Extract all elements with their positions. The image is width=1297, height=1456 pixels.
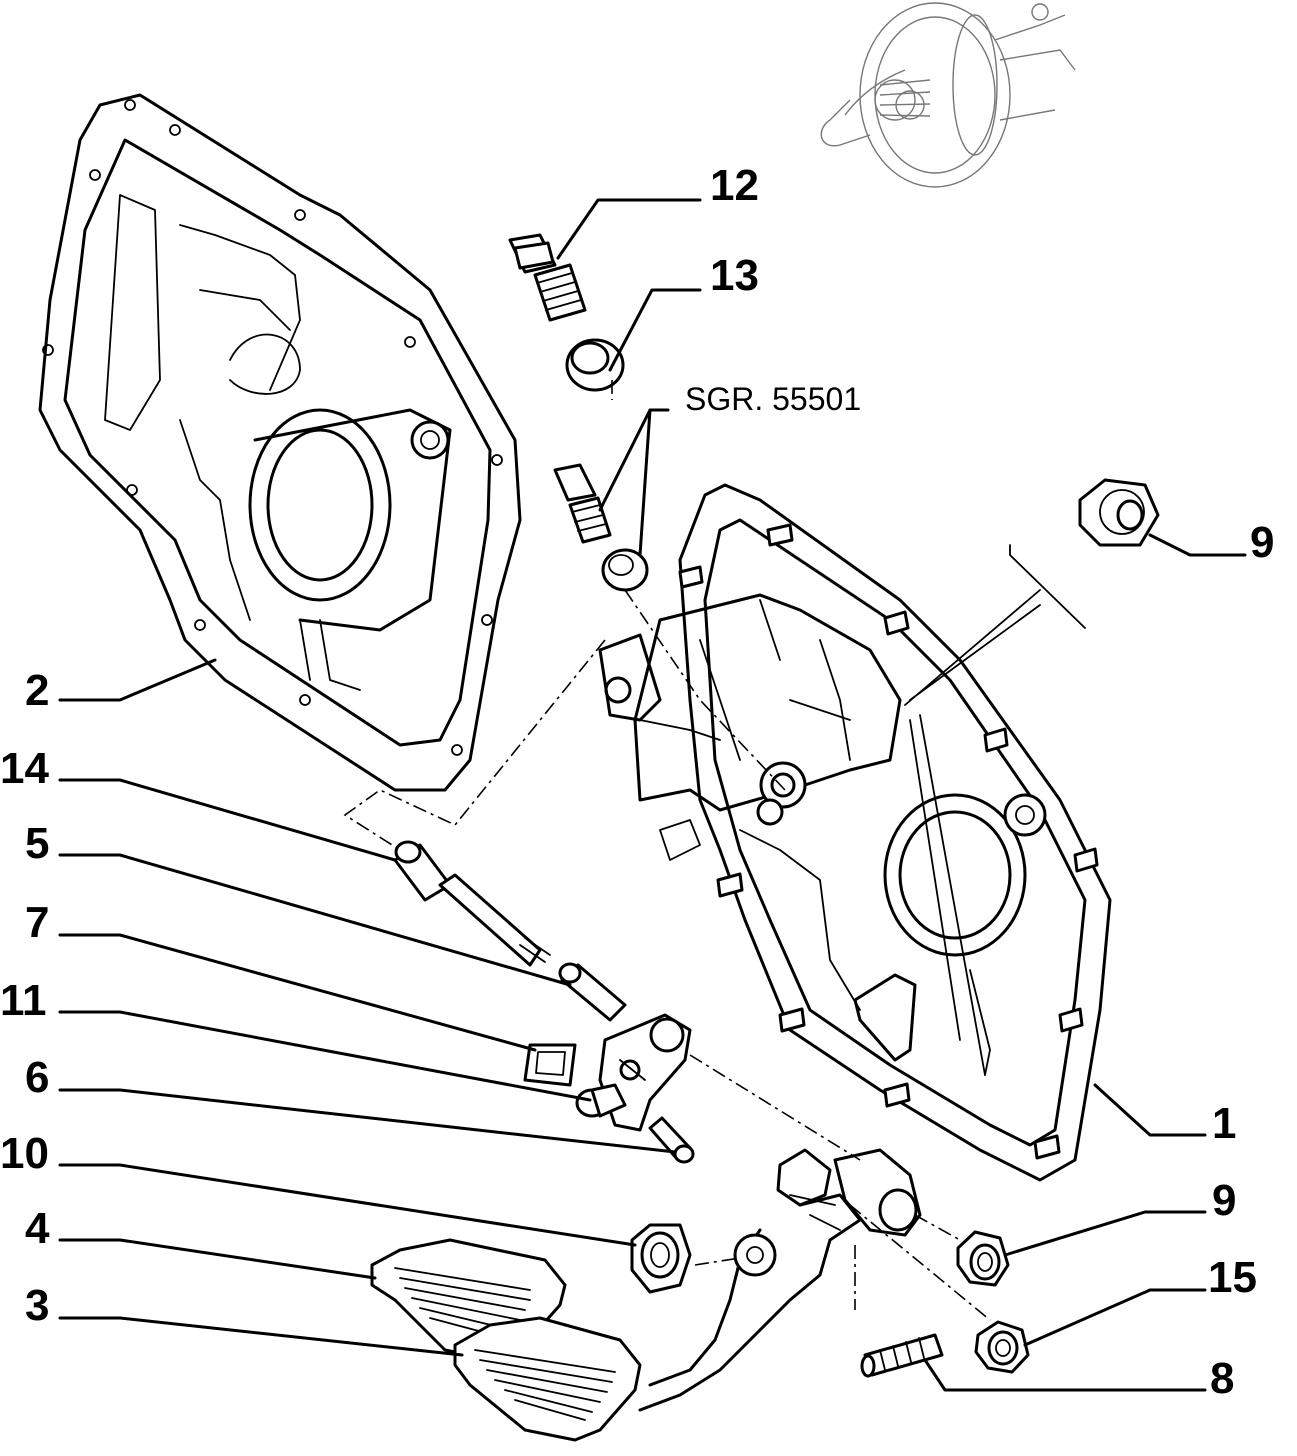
pedal-support-bracket xyxy=(598,483,1112,1182)
brake-pedal-arm xyxy=(638,1054,991,1412)
leader-9-bottom xyxy=(1003,1210,1207,1257)
leader-9-top xyxy=(1148,533,1247,557)
callout-11: 11 xyxy=(0,976,47,1025)
pedal-pivot-bracket xyxy=(598,1013,692,1132)
leader-15 xyxy=(1023,1288,1207,1347)
leader-6 xyxy=(58,1088,677,1154)
stop-switch-12 xyxy=(508,233,587,322)
leader-7 xyxy=(58,933,537,1052)
callout-2: 2 xyxy=(25,666,49,715)
stud-8 xyxy=(860,1333,944,1378)
leader-1 xyxy=(1093,1083,1207,1137)
leader-8 xyxy=(923,1358,1207,1392)
nut-9-bottom xyxy=(956,1230,1010,1287)
switch-assembly-ref xyxy=(553,463,649,592)
callout-4: 4 xyxy=(25,1204,50,1253)
leader-11 xyxy=(58,1010,592,1102)
pedal-pad-3 xyxy=(453,1316,642,1442)
callout-9-top: 9 xyxy=(1250,518,1274,567)
leader-10 xyxy=(58,1163,637,1247)
callout-14: 14 xyxy=(0,744,49,793)
callout-6: 6 xyxy=(25,1053,49,1102)
clip-7 xyxy=(523,1043,577,1087)
leader-4 xyxy=(58,1238,377,1280)
callout-3: 3 xyxy=(25,1281,49,1330)
reference-note: SGR. 55501 xyxy=(685,381,861,417)
callout-8: 8 xyxy=(1210,1354,1234,1403)
leader-13 xyxy=(608,288,702,372)
spacer-11 xyxy=(575,1083,627,1118)
nut-10 xyxy=(630,1223,692,1294)
bushing-5 xyxy=(558,962,627,1022)
callout-labels: 12 13 9 2 14 5 7 11 6 10 4 3 1 9 15 8 SG… xyxy=(0,161,1274,1403)
callout-10: 10 xyxy=(0,1129,49,1178)
flange-nut-15 xyxy=(974,1320,1030,1374)
callout-9-bottom: 9 xyxy=(1212,1176,1236,1225)
nut-9-top xyxy=(1078,478,1160,547)
callout-7: 7 xyxy=(25,898,49,947)
callout-1: 1 xyxy=(1212,1099,1236,1148)
leader-12 xyxy=(556,198,702,260)
leader-sgr xyxy=(598,408,670,557)
callout-13: 13 xyxy=(710,251,759,300)
callout-12: 12 xyxy=(710,161,759,210)
bolt-6 xyxy=(648,1116,695,1164)
pedal-box-cover xyxy=(38,93,522,792)
leader-2 xyxy=(58,658,217,702)
grommet-13 xyxy=(565,338,625,392)
brake-servo-ghost xyxy=(820,2,1076,188)
leader-14 xyxy=(58,778,397,862)
leader-lines xyxy=(58,198,1247,1392)
callout-5: 5 xyxy=(25,819,49,868)
callout-15: 15 xyxy=(1208,1253,1257,1302)
leader-3 xyxy=(58,1316,464,1357)
pin-14 xyxy=(393,840,551,967)
leader-5 xyxy=(58,853,572,987)
